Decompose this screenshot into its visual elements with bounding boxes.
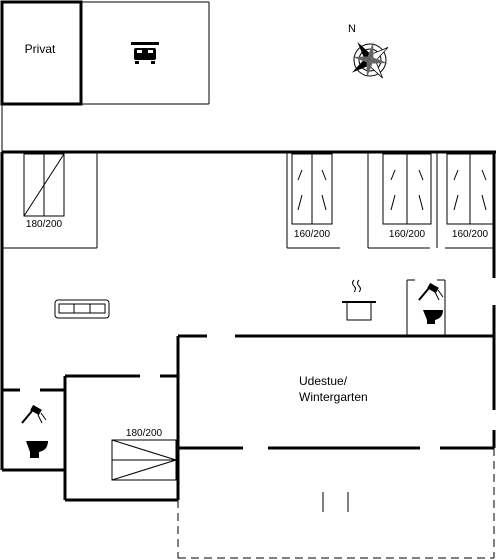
udestue-label-1: Udestue/ xyxy=(299,374,348,388)
stove-pot-icon xyxy=(342,279,376,321)
bed-3-size: 160/200 xyxy=(389,229,426,240)
privat-area: Privat xyxy=(0,0,210,152)
parking-car-icon xyxy=(131,42,159,64)
bed-1: 180/200 xyxy=(23,153,65,230)
bed-2: 160/200 xyxy=(291,153,333,240)
privat-label: Privat xyxy=(25,42,56,56)
bed-2-size: 160/200 xyxy=(294,229,331,240)
compass-north-label: N xyxy=(348,23,356,35)
udestue-label-2: Wintergarten xyxy=(299,390,368,404)
terrace-outline xyxy=(177,448,495,559)
bed-5: 180/200 xyxy=(111,428,177,481)
compass-rose-icon: N xyxy=(348,23,389,79)
bedroom-right-walls xyxy=(286,152,494,249)
bathroom-right-walls xyxy=(406,279,446,336)
bedroom-1-walls xyxy=(2,152,98,249)
shower-toilet-icon xyxy=(418,282,444,324)
house-walls xyxy=(0,150,496,502)
bed-4: 160/200 xyxy=(446,153,494,240)
bed-3: 160/200 xyxy=(382,153,432,240)
bed-1-size: 180/200 xyxy=(26,219,63,230)
bed-4-size: 160/200 xyxy=(452,229,489,240)
bed-5-size: 180/200 xyxy=(126,428,163,439)
shower-toilet-icon xyxy=(21,404,48,458)
sofa-icon xyxy=(54,299,110,319)
